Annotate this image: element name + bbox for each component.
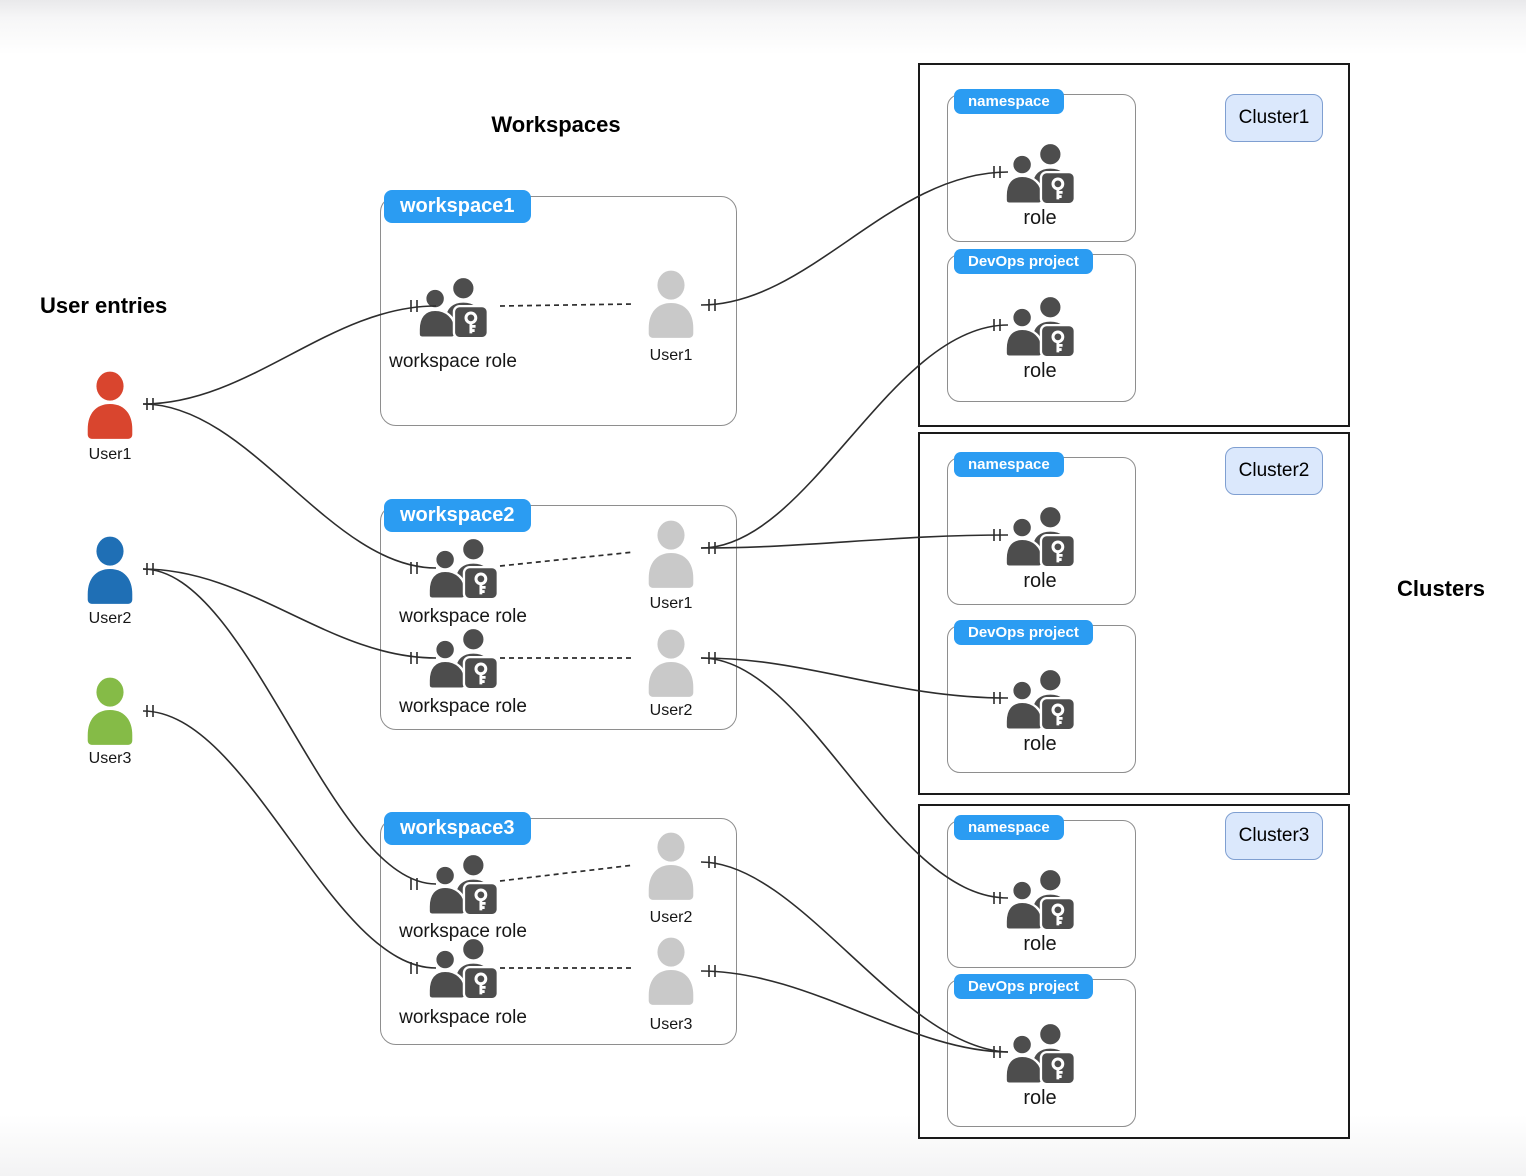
role-icon xyxy=(1003,668,1077,732)
workspace-role-icon xyxy=(426,627,500,691)
role-icon xyxy=(1003,505,1077,569)
workspace-role-label: workspace role xyxy=(399,606,527,627)
workspace-role-label: workspace role xyxy=(399,1007,527,1028)
workspace-role-icon xyxy=(426,937,500,1001)
role-label: role xyxy=(1023,360,1057,382)
workspace1-tab: workspace1 xyxy=(384,190,531,223)
cluster1-badge: Cluster1 xyxy=(1225,94,1323,142)
workspace3-box: workspace role User2 workspace role User… xyxy=(380,818,737,1045)
devops-project-tab: DevOps project xyxy=(954,974,1093,999)
workspace-user-label: User1 xyxy=(649,595,693,612)
cluster3-badge: Cluster3 xyxy=(1225,812,1323,860)
role-icon xyxy=(1003,295,1077,359)
workspace2-box: workspace role User1 workspace role User… xyxy=(380,505,737,730)
user3-label: User3 xyxy=(88,750,132,767)
workspace-role-icon xyxy=(426,537,500,601)
role-icon xyxy=(1003,868,1077,932)
workspace-user-label: User2 xyxy=(649,702,693,719)
heading-clusters: Clusters xyxy=(1397,576,1486,601)
workspace-user-label: User3 xyxy=(649,1016,693,1033)
workspace-user-icon xyxy=(640,269,702,339)
role-label: role xyxy=(1023,933,1057,955)
workspace3-tab: workspace3 xyxy=(384,812,531,845)
user2-label: User2 xyxy=(88,610,132,627)
cluster2-box: Cluster2 namespace role DevOps project r… xyxy=(918,432,1350,795)
workspace-role-icon xyxy=(416,276,490,340)
heading-user-entries: User entries xyxy=(40,293,168,318)
namespace-tab: namespace xyxy=(954,89,1064,114)
devops-project-tab: DevOps project xyxy=(954,249,1093,274)
workspace-user-icon xyxy=(640,519,702,589)
namespace-tab: namespace xyxy=(954,815,1064,840)
user3-icon xyxy=(79,676,141,746)
workspace-role-icon xyxy=(426,853,500,917)
devops-project-tab: DevOps project xyxy=(954,620,1093,645)
heading-workspaces: Workspaces xyxy=(491,112,621,137)
workspace-user-icon xyxy=(640,628,702,698)
cluster3-box: Cluster3 namespace role DevOps project r… xyxy=(918,804,1350,1139)
user1-label: User1 xyxy=(88,446,132,463)
workspace-user-icon xyxy=(640,831,702,901)
role-label: role xyxy=(1023,1087,1057,1109)
workspace-role-label: workspace role xyxy=(399,696,527,717)
workspace2-tab: workspace2 xyxy=(384,499,531,532)
workspace-user-label: User1 xyxy=(649,347,693,364)
workspace-role-label: workspace role xyxy=(389,351,517,372)
cluster1-box: Cluster1 namespace role DevOps project r… xyxy=(918,63,1350,427)
workspace-user-label: User2 xyxy=(649,909,693,926)
role-icon xyxy=(1003,1022,1077,1086)
namespace-tab: namespace xyxy=(954,452,1064,477)
role-label: role xyxy=(1023,207,1057,229)
role-label: role xyxy=(1023,733,1057,755)
role-icon xyxy=(1003,142,1077,206)
user2-icon xyxy=(79,535,141,605)
role-label: role xyxy=(1023,570,1057,592)
workspace-user-icon xyxy=(640,936,702,1006)
user1-icon xyxy=(79,370,141,440)
workspace1-box: workspace role User1 xyxy=(380,196,737,426)
cluster2-badge: Cluster2 xyxy=(1225,447,1323,495)
